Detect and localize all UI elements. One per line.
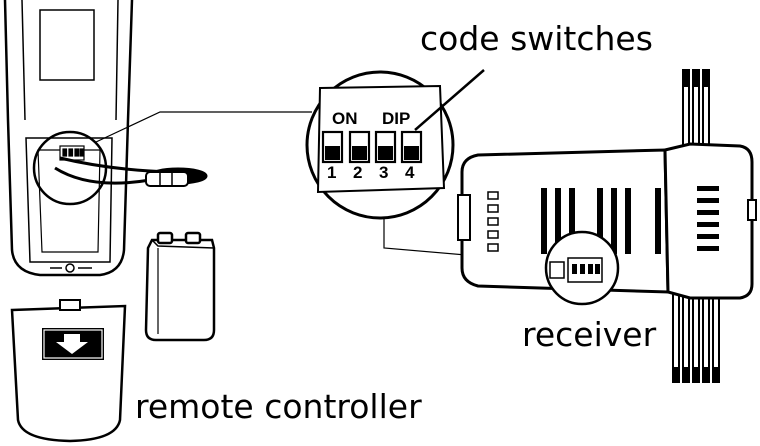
receiver-top-wires [682, 69, 710, 151]
battery-connector [54, 156, 208, 187]
receiver-dip-magnifier [544, 230, 620, 306]
dip-number-3: 3 [379, 163, 388, 182]
remote-dip-switch [59, 145, 85, 161]
battery [144, 231, 216, 342]
remote-controller [3, 0, 134, 277]
dip-magnifier: ON DIP 1 2 3 4 [305, 70, 455, 220]
dip-number-1: 1 [327, 163, 336, 182]
code-switches-pointer [414, 69, 485, 131]
dip-toggle-2: 2 [348, 130, 371, 182]
receiver-left-vents [487, 191, 499, 252]
dip-number-4: 4 [405, 163, 415, 182]
dip-number-2: 2 [353, 163, 362, 182]
receiver-label: receiver [522, 315, 657, 354]
dip-toggle-3: 3 [374, 130, 397, 182]
dip-toggle-4: 4 [400, 130, 423, 182]
receiver-vents [541, 188, 661, 254]
dip-dip-label: DIP [382, 109, 410, 128]
code-switches-label: code switches [420, 19, 653, 58]
remote-magnifier-circle [32, 130, 108, 206]
battery-cover [10, 299, 127, 443]
receiver-bottom-wires [672, 289, 720, 383]
dip-on-label: ON [332, 109, 358, 128]
dip-toggle-1: 1 [321, 130, 344, 182]
receiver-cap-vents [697, 186, 719, 251]
remote-controller-label: remote controller [135, 387, 422, 426]
